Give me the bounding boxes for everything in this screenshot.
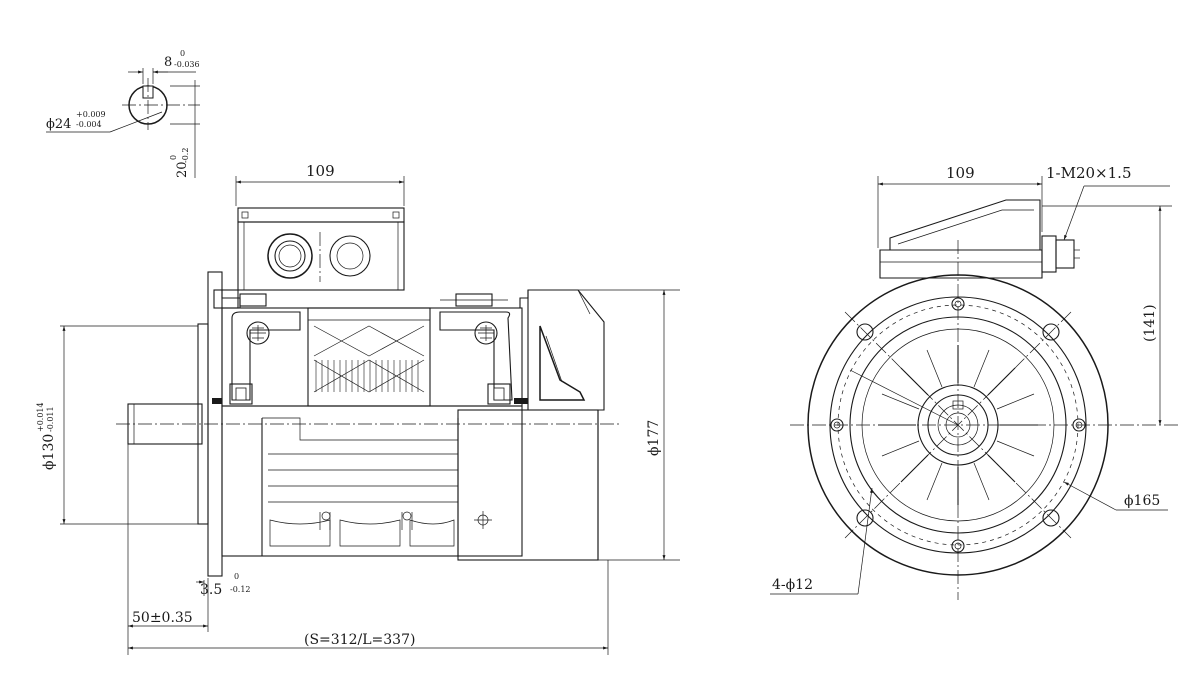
shaft-diameter-lower: -0.004 — [76, 120, 102, 129]
shaft-section-detail — [46, 68, 200, 178]
key-depth-lower: -0.2 — [181, 148, 190, 163]
flange-thickness-upper: 0 — [234, 572, 239, 581]
flange-thickness-lower: -0.12 — [230, 585, 251, 594]
height-to-box-label: (141) — [1142, 304, 1158, 342]
cable-gland-label: 1-M20×1.5 — [1046, 164, 1131, 182]
shaft-length-label: 50±0.35 — [132, 610, 193, 626]
spigot-diameter-label: ϕ130 — [41, 434, 57, 470]
key-depth-label: 20 — [175, 161, 190, 178]
flange-thickness-label: 3.5 — [200, 582, 222, 598]
overall-length-label: (S=312/L=337) — [304, 632, 415, 648]
spigot-lower: -0.011 — [46, 406, 55, 432]
shaft-diameter-upper: +0.009 — [76, 110, 106, 119]
key-width-label: 8 — [164, 55, 172, 70]
key-width-upper: 0 — [180, 49, 185, 58]
pitch-circle-label: ϕ165 — [1124, 493, 1160, 509]
key-depth-upper: 0 — [169, 155, 178, 160]
side-box-width-label: 109 — [306, 162, 335, 180]
end-view — [770, 176, 1180, 600]
side-view — [60, 176, 680, 655]
shaft-diameter-label: ϕ24 — [46, 117, 71, 132]
spigot-upper: +0.014 — [36, 402, 45, 432]
flange-diameter-label: ϕ177 — [646, 420, 662, 456]
key-width-lower: -0.036 — [174, 60, 200, 69]
mounting-holes-label: 4-ϕ12 — [772, 577, 813, 593]
stator-laminations — [315, 360, 419, 392]
end-box-width-label: 109 — [946, 164, 975, 182]
